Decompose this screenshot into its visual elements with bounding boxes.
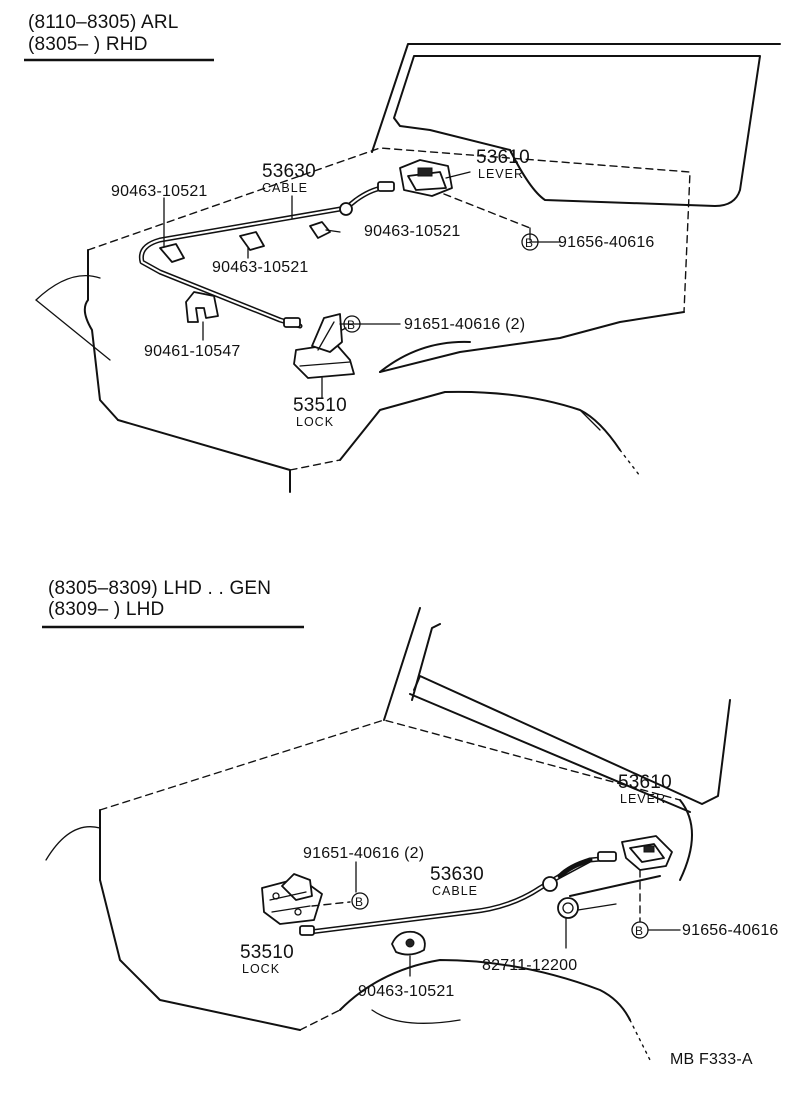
bottom-lever bbox=[621, 835, 673, 923]
bottom-lever-name: LEVER bbox=[620, 792, 666, 806]
top-lock bbox=[293, 313, 355, 399]
top-bolt-lock-part-number: 91651-40616 (2) bbox=[404, 316, 525, 333]
top-bracket bbox=[185, 291, 219, 341]
bottom-bolt-lock-part-number: 91651-40616 (2) bbox=[303, 845, 424, 862]
top-bolt-marker-lock-circle bbox=[343, 315, 361, 333]
bottom-bolt-marker-lever: B bbox=[635, 924, 643, 938]
bottom-lock-name: LOCK bbox=[242, 962, 280, 976]
top-lever bbox=[399, 159, 531, 241]
bottom-section: (8305–8309) LHD . . GEN (8309– ) LHD bbox=[42, 578, 779, 1061]
top-bracket-part-number: 90461-10547 bbox=[144, 343, 241, 360]
footer-code: MB F333-A bbox=[670, 1051, 753, 1068]
bottom-header-line2: (8309– ) LHD bbox=[48, 599, 164, 620]
bottom-lock-part-number: 53510 bbox=[240, 942, 294, 963]
bottom-body-outline bbox=[45, 607, 731, 1061]
top-clamp-c bbox=[309, 221, 341, 239]
bottom-bolt-lever-part-number: 91656-40616 bbox=[682, 922, 779, 939]
top-bolt-marker-lever: B bbox=[525, 236, 533, 250]
bottom-cable bbox=[299, 851, 617, 936]
bottom-bolt-marker-lock: B bbox=[355, 895, 363, 909]
top-bolt-lever-part-number: 91656-40616 bbox=[558, 234, 655, 251]
top-header-line2: (8305– ) RHD bbox=[28, 34, 148, 55]
bottom-clamp-part-number: 90463-10521 bbox=[358, 983, 455, 1000]
top-bolt-marker-lever-circle bbox=[521, 233, 539, 251]
top-cable-name: CABLE bbox=[262, 181, 308, 195]
top-header-line1: (8110–8305) ARL bbox=[28, 12, 179, 33]
bottom-lock bbox=[261, 861, 357, 925]
top-cable-part-number: 53630 bbox=[262, 161, 316, 182]
top-clamp-b-part-number: 90463-10521 bbox=[212, 259, 309, 276]
top-bolt-marker-lock: B bbox=[347, 318, 355, 332]
bottom-bolt-marker-lock-circle bbox=[351, 892, 369, 910]
top-clamp-a bbox=[159, 243, 185, 263]
top-leaders bbox=[163, 195, 561, 325]
top-clamp-b bbox=[239, 231, 265, 251]
top-lever-part-number: 53610 bbox=[476, 147, 530, 168]
bottom-cable-part-number: 53630 bbox=[430, 864, 484, 885]
top-lever-name: LEVER bbox=[478, 167, 524, 181]
bottom-header-line1: (8305–8309) LHD . . GEN bbox=[48, 578, 271, 599]
top-cable bbox=[138, 181, 395, 329]
top-clamp-a-part-number: 90463-10521 bbox=[111, 183, 208, 200]
bottom-lever-part-number: 53610 bbox=[618, 772, 672, 793]
bottom-grommet-part-number: 82711-12200 bbox=[482, 957, 577, 974]
bottom-clamp bbox=[391, 930, 426, 977]
top-body-outline bbox=[35, 43, 781, 493]
top-section: (8110–8305) ARL (8305– ) RHD bbox=[24, 12, 781, 493]
top-clamp-c-part-number: 90463-10521 bbox=[364, 223, 461, 240]
top-lock-part-number: 53510 bbox=[293, 395, 347, 416]
bottom-cable-name: CABLE bbox=[432, 884, 478, 898]
top-lock-name: LOCK bbox=[296, 415, 334, 429]
bottom-grommet bbox=[557, 897, 617, 949]
